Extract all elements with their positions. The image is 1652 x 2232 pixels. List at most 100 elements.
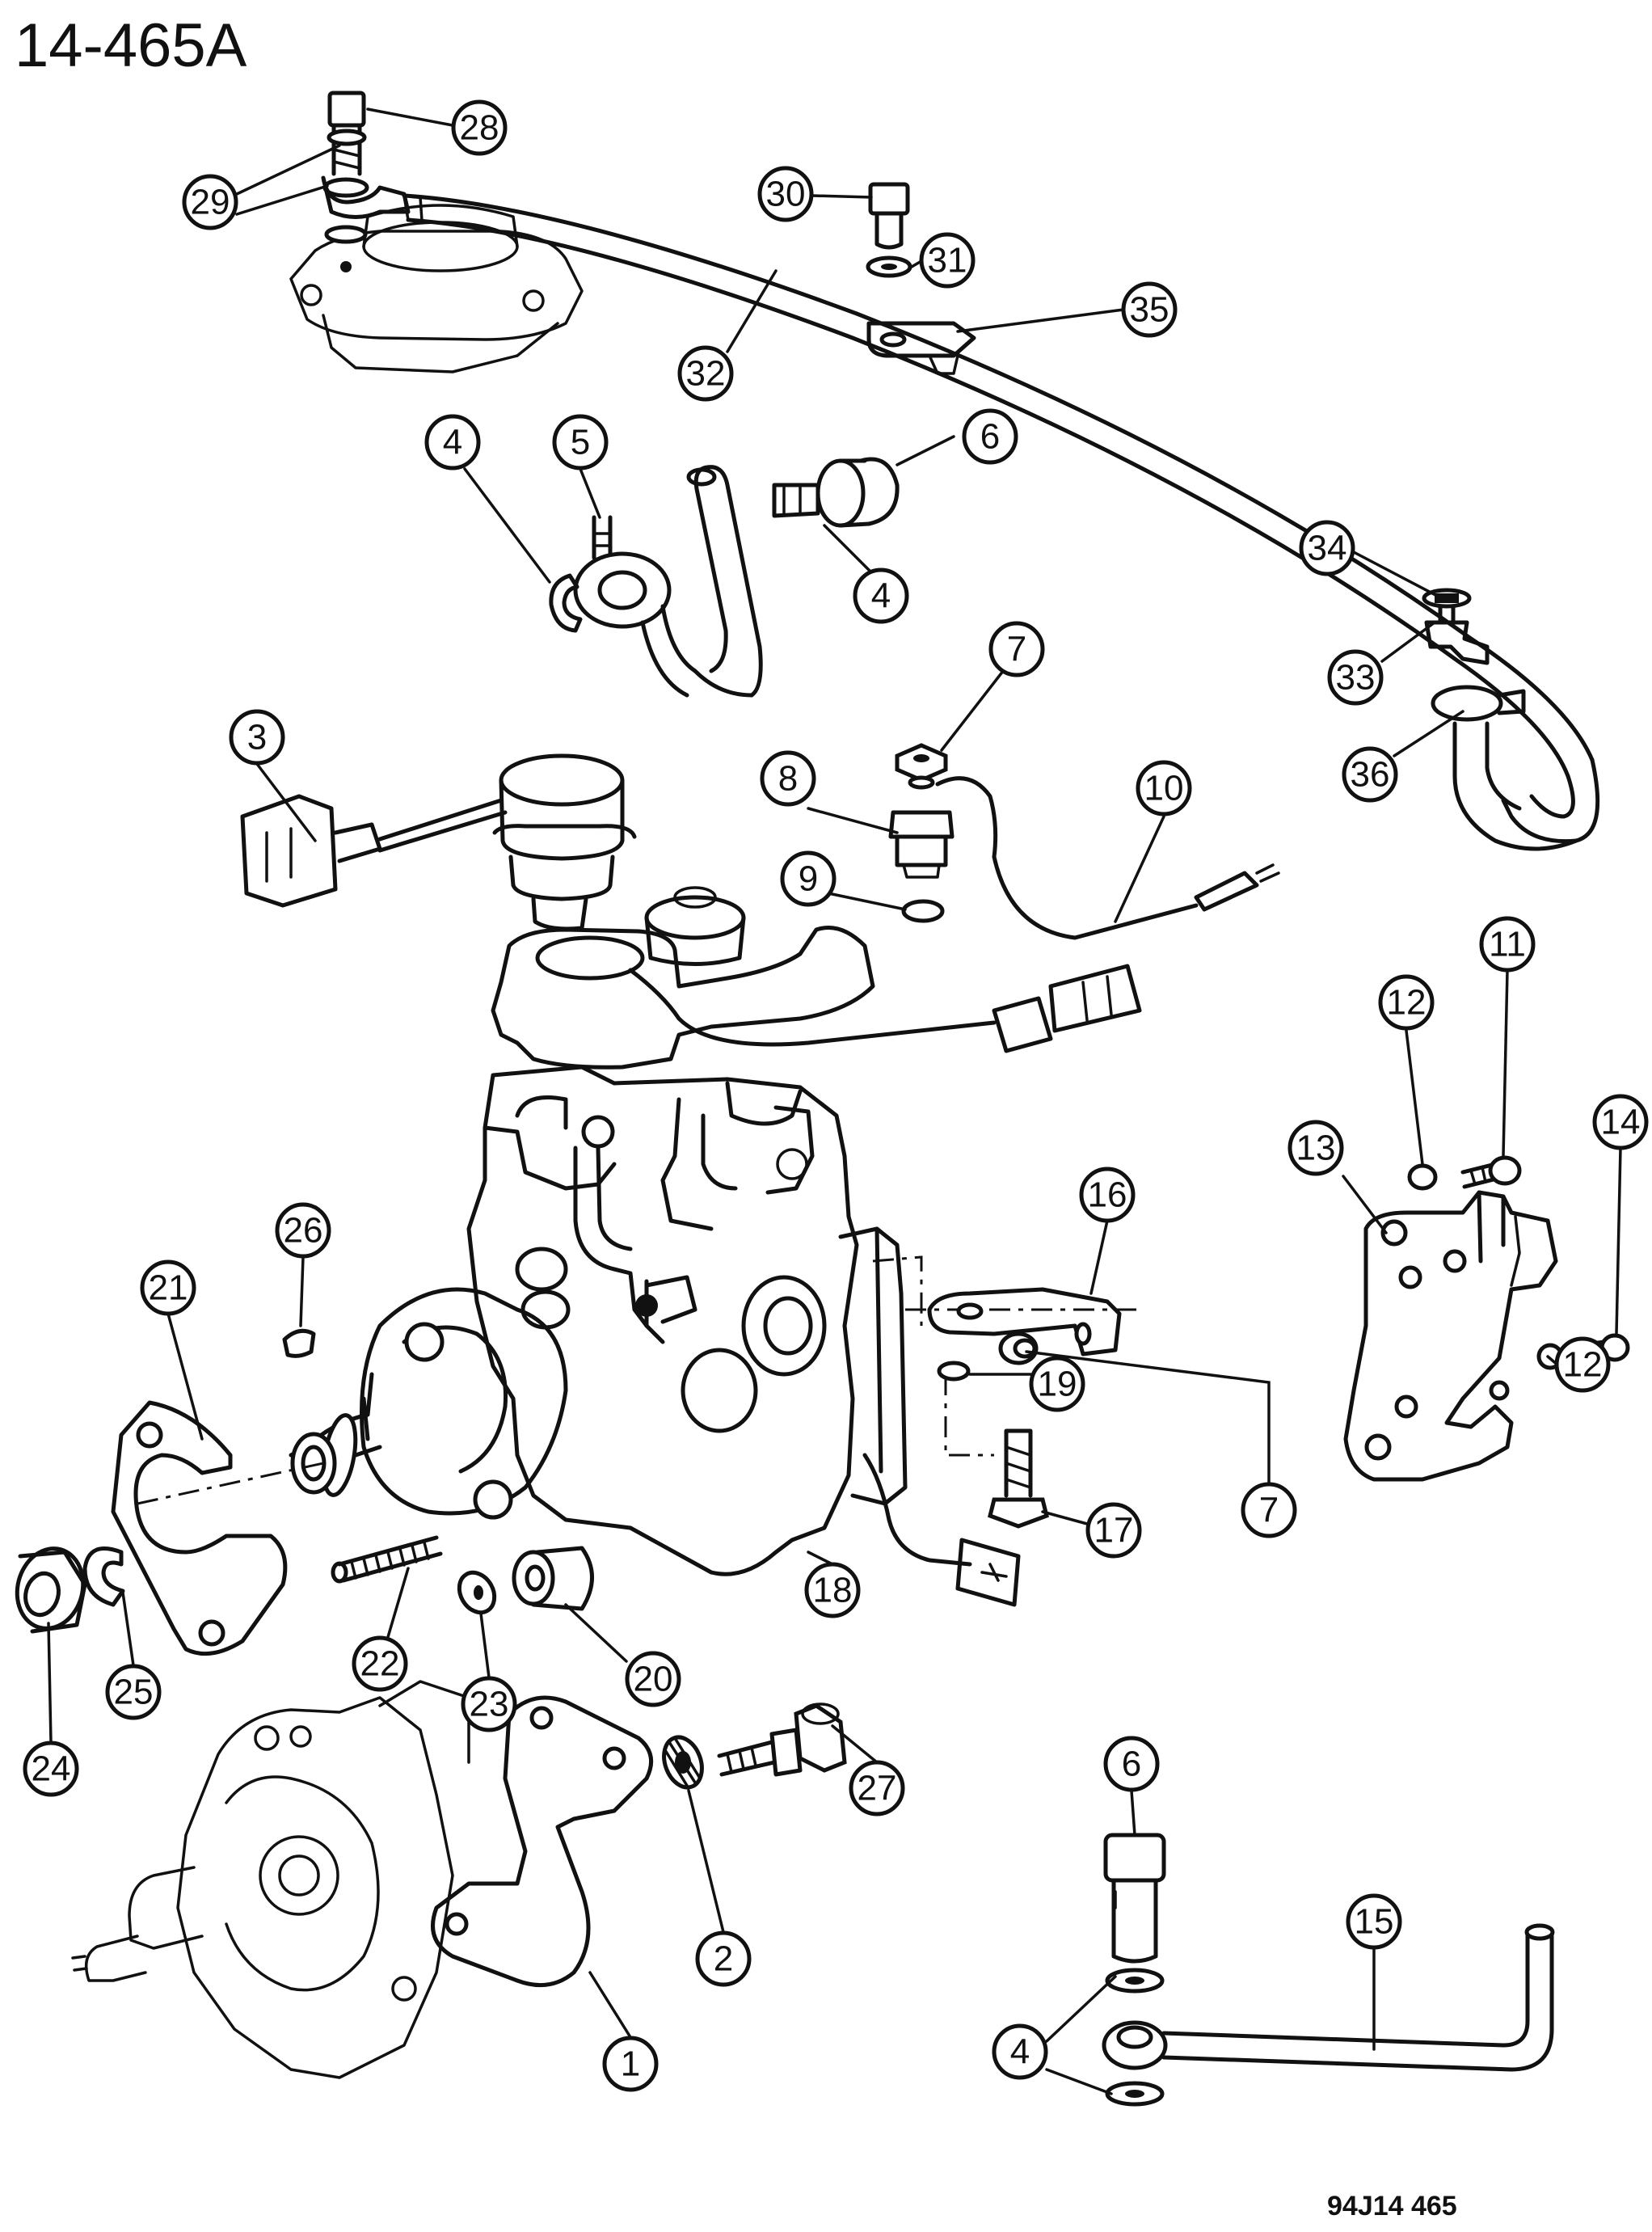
svg-text:4: 4 xyxy=(1010,2032,1030,2072)
callout-20: 20 xyxy=(625,1651,681,1707)
svg-text:25: 25 xyxy=(114,1673,154,1712)
callout-1: 1 xyxy=(602,2036,659,2092)
return-hose-drawing xyxy=(1452,721,1578,851)
callout-3: 3 xyxy=(229,709,285,766)
callout-16: 16 xyxy=(1079,1167,1136,1223)
banjo-fitting-5-drawing xyxy=(573,515,754,698)
callout-21: 21 xyxy=(140,1259,196,1316)
bolt-17-drawing xyxy=(988,1428,1049,1529)
svg-text:29: 29 xyxy=(191,183,230,222)
callout-18: 18 xyxy=(804,1562,861,1618)
svg-text:21: 21 xyxy=(149,1268,188,1308)
bolt-27-drawing xyxy=(717,1702,847,1777)
callout-8: 8 xyxy=(760,750,816,807)
callout-13: 13 xyxy=(1287,1120,1344,1176)
svg-text:20: 20 xyxy=(634,1660,673,1699)
o-ring-9-drawing xyxy=(901,899,945,923)
bracket-1-drawing xyxy=(431,1695,654,1988)
svg-text:15: 15 xyxy=(1355,1902,1394,1942)
callout-23: 23 xyxy=(461,1676,517,1732)
svg-text:1: 1 xyxy=(621,2044,640,2084)
pump-rear-view-drawing xyxy=(71,1680,470,2079)
bushing-20-drawing xyxy=(512,1546,594,1611)
svg-text:12: 12 xyxy=(1387,983,1427,1023)
svg-text:27: 27 xyxy=(858,1769,897,1808)
washer-19-drawing xyxy=(937,1361,971,1382)
svg-text:16: 16 xyxy=(1088,1175,1127,1215)
svg-text:35: 35 xyxy=(1130,290,1169,330)
sender-8-drawing xyxy=(888,775,1280,940)
svg-text:5: 5 xyxy=(571,423,590,462)
svg-text:32: 32 xyxy=(686,354,726,394)
svg-text:13: 13 xyxy=(1296,1129,1336,1168)
banjo-bolt-28-drawing xyxy=(327,91,367,176)
svg-text:18: 18 xyxy=(813,1571,853,1610)
gasket-21-drawing xyxy=(111,1400,288,1656)
drawing-code: 94J14 465 xyxy=(1327,2191,1457,2221)
svg-text:28: 28 xyxy=(460,108,499,148)
svg-text:12: 12 xyxy=(1563,1345,1603,1385)
snap-ring-25-drawing xyxy=(82,1546,125,1607)
svg-text:7: 7 xyxy=(1259,1491,1279,1530)
svg-text:31: 31 xyxy=(928,241,967,281)
actuator-solenoid-drawing xyxy=(492,753,637,931)
svg-text:17: 17 xyxy=(1094,1511,1134,1551)
callout-34: 34 xyxy=(1299,520,1355,576)
callout-35: 35 xyxy=(1121,281,1178,338)
nut-7-upper-drawing xyxy=(895,743,948,783)
callout-15: 15 xyxy=(1346,1893,1402,1950)
svg-text:34: 34 xyxy=(1308,529,1347,568)
callout-4-upper-mid: 4 xyxy=(853,567,909,624)
fuel-line-15-drawing xyxy=(1102,1923,1555,2072)
fitting-6-upper-drawing xyxy=(772,457,900,528)
callout-6-lower: 6 xyxy=(1103,1736,1160,1792)
callout-6-upper: 6 xyxy=(962,408,1018,465)
sealing-washer-29-drawing xyxy=(321,175,411,272)
svg-text:10: 10 xyxy=(1144,769,1184,808)
seal-24-drawing xyxy=(15,1546,87,1634)
svg-text:6: 6 xyxy=(980,417,1000,457)
callout-36: 36 xyxy=(1342,746,1398,803)
u-shaped-tube-drawing xyxy=(686,465,763,698)
callout-4-upper-left: 4 xyxy=(424,414,481,470)
callout-28: 28 xyxy=(451,99,508,156)
callout-7-lower: 7 xyxy=(1241,1482,1297,1538)
banjo-bolt-6-lower-drawing xyxy=(1103,1833,1166,1964)
figure-reference-number: 14-465A xyxy=(15,11,247,80)
callout-9: 9 xyxy=(780,850,837,907)
svg-text:23: 23 xyxy=(470,1685,509,1724)
bracket-16-drawing xyxy=(927,1287,1122,1356)
callout-29: 29 xyxy=(182,174,238,230)
washer-4-lower-drawing xyxy=(1105,1968,1165,2107)
callout-11: 11 xyxy=(1479,916,1536,973)
alignment-lines xyxy=(137,1255,1140,1505)
callout-26: 26 xyxy=(275,1202,331,1259)
svg-text:24: 24 xyxy=(32,1749,71,1789)
svg-text:4: 4 xyxy=(871,576,891,616)
lock-washer-2-drawing xyxy=(662,1735,704,1790)
svg-text:26: 26 xyxy=(284,1211,323,1251)
callout-10: 10 xyxy=(1136,760,1192,816)
svg-text:3: 3 xyxy=(247,718,267,757)
seal-ring-4-upper-drawing xyxy=(549,573,583,633)
svg-text:2: 2 xyxy=(714,1939,733,1979)
svg-text:22: 22 xyxy=(360,1644,400,1684)
svg-text:33: 33 xyxy=(1336,658,1376,698)
washer-12-upper-drawing xyxy=(1407,1163,1438,1191)
svg-text:9: 9 xyxy=(799,859,818,899)
svg-text:14: 14 xyxy=(1601,1103,1641,1142)
bracket-13-drawing xyxy=(1343,1190,1558,1482)
callout-12-lower: 12 xyxy=(1554,1336,1611,1393)
washer-31-drawing xyxy=(866,255,912,278)
callout-31: 31 xyxy=(919,232,976,289)
svg-text:30: 30 xyxy=(766,175,806,214)
callout-17: 17 xyxy=(1085,1502,1142,1559)
return-line-clip-35-drawing xyxy=(866,321,976,375)
svg-text:4: 4 xyxy=(443,423,462,462)
callout-5: 5 xyxy=(552,414,609,470)
callout-19: 19 xyxy=(1029,1356,1085,1412)
callout-25: 25 xyxy=(105,1664,162,1720)
injection-pump-body-drawing xyxy=(289,886,1142,1607)
callout-27: 27 xyxy=(849,1760,905,1816)
nut-7-lower-drawing xyxy=(998,1331,1039,1365)
